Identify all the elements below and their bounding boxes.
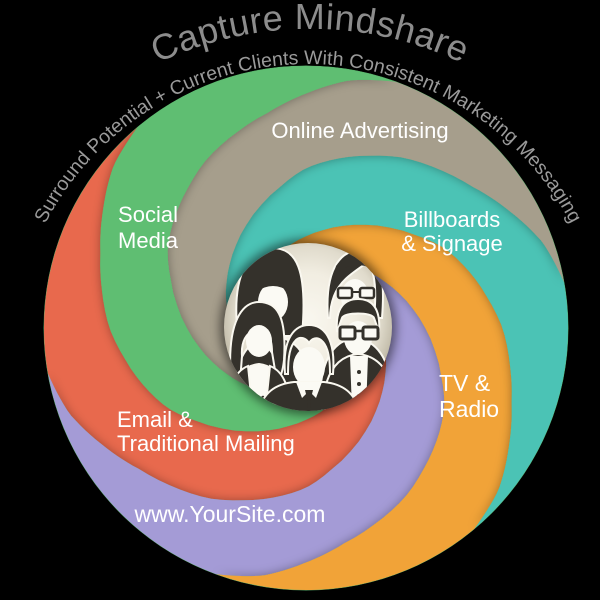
arm-online-advertising (167, 79, 564, 393)
label-email-line1: Email & (117, 407, 193, 432)
label-tv-radio-line2: Radio (439, 396, 499, 422)
arm-email-traditional-mailing (44, 127, 387, 501)
label-tv-radio-line1: TV & (439, 370, 490, 396)
label-billboards-line2: & Signage (401, 231, 503, 256)
label-email-line2: Traditional Mailing (117, 431, 295, 456)
label-billboards-line1: Billboards (404, 207, 501, 232)
label-website: www.YourSite.com (134, 501, 326, 527)
label-social-line1: Social (118, 202, 178, 227)
label-social-line2: Media (118, 228, 179, 253)
center-photo (220, 239, 396, 415)
arm-billboards-signage (225, 155, 568, 529)
arm-labels: Email & Traditional Mailing www.YourSite… (117, 118, 503, 527)
label-online-advertising: Online Advertising (271, 118, 448, 143)
arm-website (48, 263, 445, 577)
